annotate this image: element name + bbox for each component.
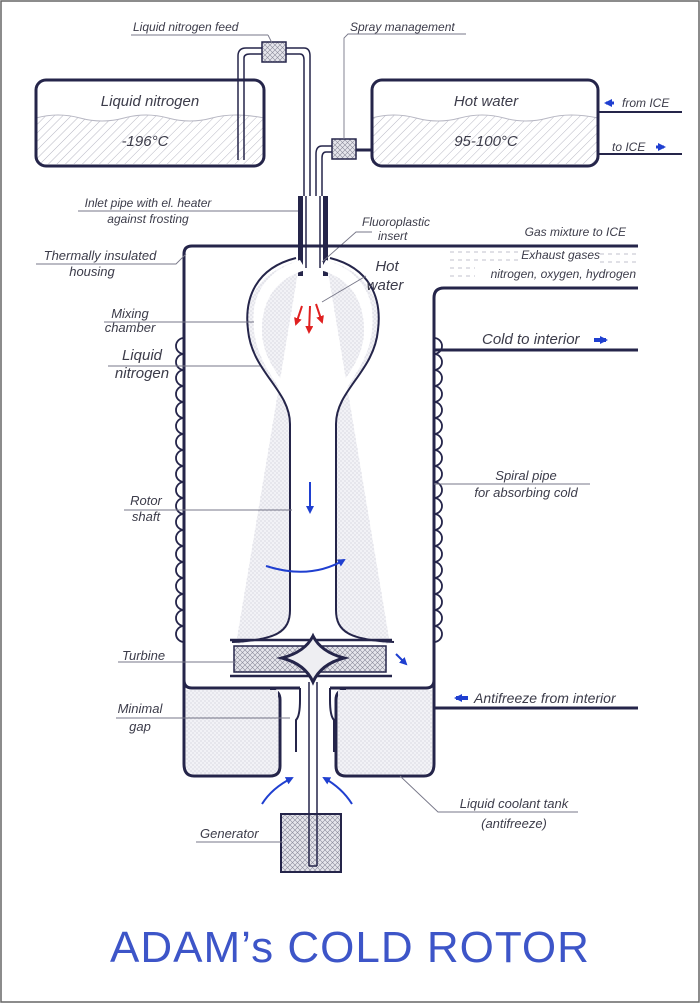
spiral-pipe-label-line1: Spiral pipe <box>495 468 556 483</box>
turbine-label: Turbine <box>122 648 165 663</box>
nitrogen-feed-pipe <box>237 47 311 196</box>
liquid-nitrogen-label-line1: Liquid <box>122 347 163 364</box>
inlet-pipe-label-line1: Inlet pipe with el. heater <box>85 196 213 210</box>
mixing-chamber-label-line2: chamber <box>105 320 156 335</box>
coolant-tank-label-line2: (antifreeze) <box>481 816 547 831</box>
to-ice-label: to ICE <box>612 140 646 154</box>
cold-to-interior-label: Cold to interior <box>482 331 581 348</box>
liquid-nitrogen-tank <box>34 78 266 168</box>
spiral-coil-left <box>175 337 185 643</box>
hot-water-leader <box>321 275 367 303</box>
from-ice-label: from ICE <box>622 96 670 110</box>
chamber-fill-left <box>236 260 300 644</box>
inlet-pipe-label-line2: against frosting <box>107 212 189 226</box>
fluoroplastic-leader <box>321 231 372 263</box>
turbine-flow-arrow-icon <box>395 653 408 666</box>
coolant-tank-right <box>338 690 432 774</box>
turbine <box>230 632 392 686</box>
nitrogen-tank-name: Liquid nitrogen <box>101 93 199 110</box>
spiral-pipe-label-line2: for absorbing cold <box>474 485 578 500</box>
hot-water-spray-arrows <box>294 303 324 334</box>
generator-box <box>280 813 342 873</box>
housing-leader <box>36 253 187 265</box>
coolant-tank-left <box>186 690 278 774</box>
insulated-housing <box>182 244 638 778</box>
hot-water-label-line2: water <box>367 277 405 294</box>
nitrogen-feed-valve <box>261 41 287 63</box>
hot-water-tank-name: Hot water <box>454 93 519 110</box>
coolant-tank-leader <box>399 775 578 813</box>
spiral-coil-right <box>433 337 443 643</box>
fluoroplastic-label-line2: insert <box>378 229 408 243</box>
spray-pipe <box>315 145 372 196</box>
rotor-shaft-label-line1: Rotor <box>130 493 162 508</box>
exhaust-label-line2: nitrogen, oxygen, hydrogen <box>491 267 637 281</box>
housing-label-line2: housing <box>69 264 115 279</box>
inflow-arrow-left-icon <box>261 777 294 805</box>
spray-management-label: Spray management <box>350 20 455 34</box>
mixing-chamber-label-line1: Mixing <box>111 306 149 321</box>
hot-water-tank <box>370 78 600 168</box>
liquid-nitrogen-label-line2: nitrogen <box>115 365 169 382</box>
page-title: ADAM’s COLD ROTOR <box>110 923 590 972</box>
minimal-gap-label-line2: gap <box>129 719 151 734</box>
inlet-pipe-heater <box>298 196 328 276</box>
gas-mixture-label: Gas mixture to ICE <box>525 225 627 239</box>
mixing-chamber-left-wall <box>231 257 297 643</box>
rotation-arrow-icon <box>265 558 346 573</box>
mixing-chamber-right-wall <box>329 257 395 643</box>
exhaust-label-line1: Exhaust gases <box>521 248 600 262</box>
hot-water-label-line1: Hot <box>375 258 399 275</box>
inflow-arrow-right-icon <box>322 777 353 805</box>
housing-label-line1: Thermally insulated <box>44 248 157 263</box>
coolant-tank-label-line1: Liquid coolant tank <box>460 796 570 811</box>
exhaust-dashes <box>450 251 636 277</box>
nitrogen-tank-temperature: -196°C <box>122 133 169 150</box>
rotor-shaft-label-line2: shaft <box>132 509 162 524</box>
spray-valve <box>331 138 357 160</box>
chamber-fill-right <box>326 260 390 644</box>
nitrogen-feed-label: Liquid nitrogen feed <box>133 20 239 34</box>
spray-management-leader <box>343 33 466 139</box>
hot-water-tank-temperature: 95-100°C <box>454 133 518 150</box>
minimal-gap-label-line1: Minimal <box>118 701 164 716</box>
generator-label: Generator <box>200 826 259 841</box>
antifreeze-label: Antifreeze from interior <box>473 690 617 706</box>
fluoroplastic-label-line1: Fluoroplastic <box>362 215 430 229</box>
